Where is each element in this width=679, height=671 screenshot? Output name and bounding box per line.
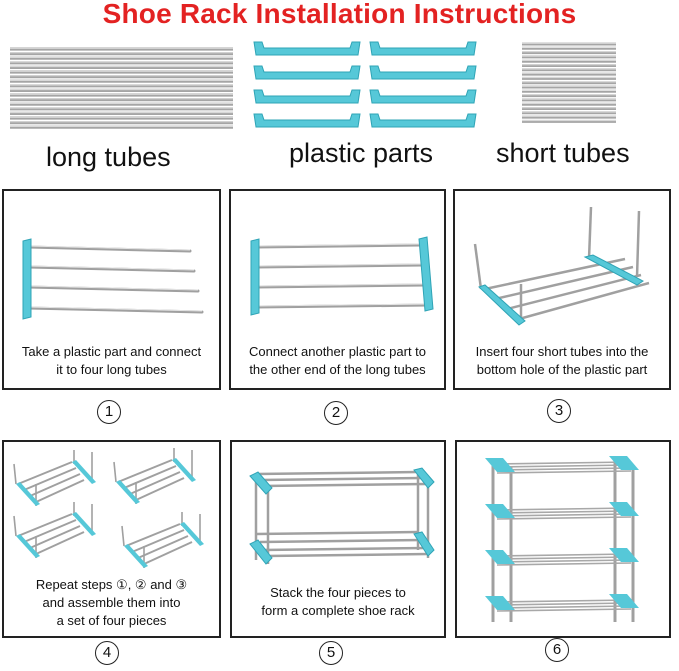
step-1-caption-line-1: Take a plastic part and connect — [21, 344, 202, 359]
step-5-number: 5 — [319, 641, 343, 665]
step-3-illustration — [473, 206, 650, 326]
step-4-number: 4 — [95, 641, 119, 665]
step-1-illustration — [22, 238, 204, 320]
plastic-part — [369, 113, 477, 128]
step-2-caption-line-2: the other end of the long tubes — [249, 362, 426, 377]
step-1-caption-line-2: it to four long tubes — [56, 362, 167, 377]
shelf-connector — [485, 596, 515, 610]
step-1-panel: Take a plastic part and connect it to fo… — [2, 189, 221, 390]
plastic-part — [369, 65, 477, 80]
step-6-number: 6 — [545, 638, 569, 662]
step-3-caption-line-1: Insert four short tubes into the — [475, 344, 649, 359]
step-5-illustration — [249, 467, 435, 565]
plastic-part — [253, 89, 361, 104]
step-6-panel — [455, 440, 671, 638]
step-2-caption-line-1: Connect another plastic part to — [248, 344, 427, 359]
plastic-part — [253, 113, 361, 128]
step-4-illustration — [13, 448, 204, 568]
shelf-connector — [609, 594, 639, 608]
plastic-part — [369, 41, 477, 56]
step-1-number: 1 — [97, 400, 121, 424]
step-3-number: 3 — [547, 399, 571, 423]
shelf-connector — [609, 456, 639, 470]
shelf-connector — [485, 550, 515, 564]
step-2-illustration — [250, 236, 434, 316]
plastic-parts-label: plastic parts — [289, 138, 434, 168]
page-title: Shoe Rack Installation Instructions — [102, 0, 577, 29]
step-6-illustration — [485, 456, 639, 622]
step-4-caption-line-1: Repeat steps ①, ② and ③ — [35, 577, 188, 592]
shelf-connector — [609, 548, 639, 562]
step-3-caption-line-2: bottom hole of the plastic part — [476, 362, 648, 377]
shelf-connector — [485, 504, 515, 518]
step-4-caption-line-3: a set of four pieces — [56, 613, 167, 628]
step-5-caption-line-1: Stack the four pieces to — [270, 585, 406, 600]
plastic-part — [253, 65, 361, 80]
step-2-number: 2 — [324, 401, 348, 425]
long-tubes-illustration — [10, 47, 233, 129]
plastic-part — [369, 89, 477, 104]
plastic-part — [253, 41, 361, 56]
short-tubes-label: short tubes — [496, 138, 630, 168]
step-4-panel: Repeat steps ①, ② and ③ and assemble the… — [2, 440, 221, 638]
step-5-caption-line-2: form a complete shoe rack — [261, 603, 415, 618]
shelf-connector — [609, 502, 639, 516]
step-5-panel: Stack the four pieces to form a complete… — [230, 440, 446, 638]
step-4-caption-line-2: and assemble them into — [42, 595, 181, 610]
long-tubes-label: long tubes — [46, 142, 171, 172]
plastic-parts-illustration — [253, 41, 477, 128]
shelf-connector — [485, 458, 515, 472]
step-3-panel: Insert four short tubes into the bottom … — [453, 189, 671, 390]
step-2-panel: Connect another plastic part to the othe… — [229, 189, 446, 390]
short-tubes-illustration — [522, 42, 616, 123]
